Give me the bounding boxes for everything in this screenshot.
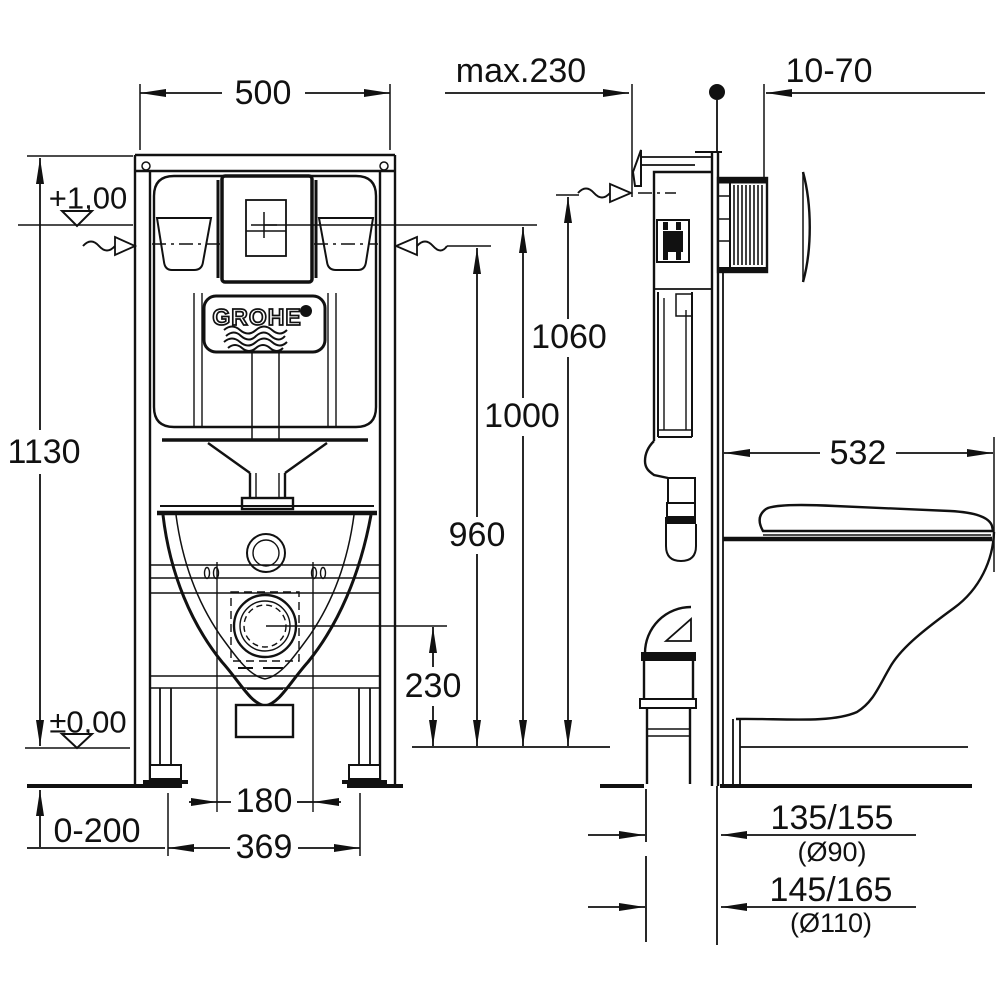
dim-wall-finish-range: 10-70: [786, 52, 873, 90]
flush-connection: [246, 533, 286, 573]
dim-front-width: 500: [235, 74, 292, 112]
dim-outlet-diameter-90: (Ø90): [797, 837, 866, 867]
screw-hole-icon: [379, 161, 389, 171]
dim-foot-adjustment: 0-200: [54, 812, 141, 850]
water-supply-arrow-icon: [82, 182, 676, 257]
reference-dot-icon: [709, 84, 725, 100]
bolt-mark-icon: [203, 566, 211, 580]
side-view-frame: [600, 149, 996, 945]
dim-outlet-distance-90: 135/155: [771, 799, 894, 837]
flush-plate: [801, 171, 811, 283]
dim-bowl-depth: 532: [830, 434, 887, 472]
dim-frame-height: 1130: [7, 433, 80, 471]
dim-frame-top-height: 1060: [531, 318, 607, 356]
grohe-logo: GROHE: [202, 294, 327, 354]
screw-hole-icon: [141, 161, 151, 171]
wall-bracket: [631, 149, 642, 187]
drain-duct: [234, 703, 295, 739]
dimension-annotations: 500 1130 +1,00 960 1000 1: [7, 52, 995, 938]
toilet-bowl-side: [723, 503, 996, 721]
fill-valve-connection: [656, 219, 690, 263]
flush-actuator-housing: [716, 176, 769, 274]
flush-pipe-flange: [240, 496, 295, 511]
dim-max-front-depth: max.230: [456, 52, 586, 90]
logo-wave-icon: [223, 325, 288, 335]
dim-outlet-height: 230: [405, 667, 462, 705]
outlet-template: [230, 591, 300, 662]
registered-dot-icon: [300, 305, 312, 317]
adjustable-feet: [143, 688, 387, 784]
grohe-logo-text: GROHE: [212, 304, 301, 330]
level-symbol-icon: [59, 210, 95, 228]
drain-elbow: [643, 605, 692, 654]
dim-actuator-height: 1000: [484, 397, 560, 435]
front-view-frame: GROHE: [27, 153, 403, 788]
actuator-access-box: [216, 174, 318, 284]
dim-outlet-distance-110: 145/165: [770, 871, 893, 909]
dim-outlet-diameter-110: (Ø110): [790, 908, 872, 938]
dim-meter-level: +1,00: [49, 181, 127, 216]
tank-water-chamber: [155, 217, 213, 271]
tank-water-chamber: [317, 217, 375, 271]
dim-outlet-bolt-spacing: 180: [236, 782, 293, 820]
level-symbol-icon: [59, 733, 95, 750]
dim-supply-height: 960: [449, 516, 506, 554]
dim-fixing-spacing: 369: [236, 828, 293, 866]
